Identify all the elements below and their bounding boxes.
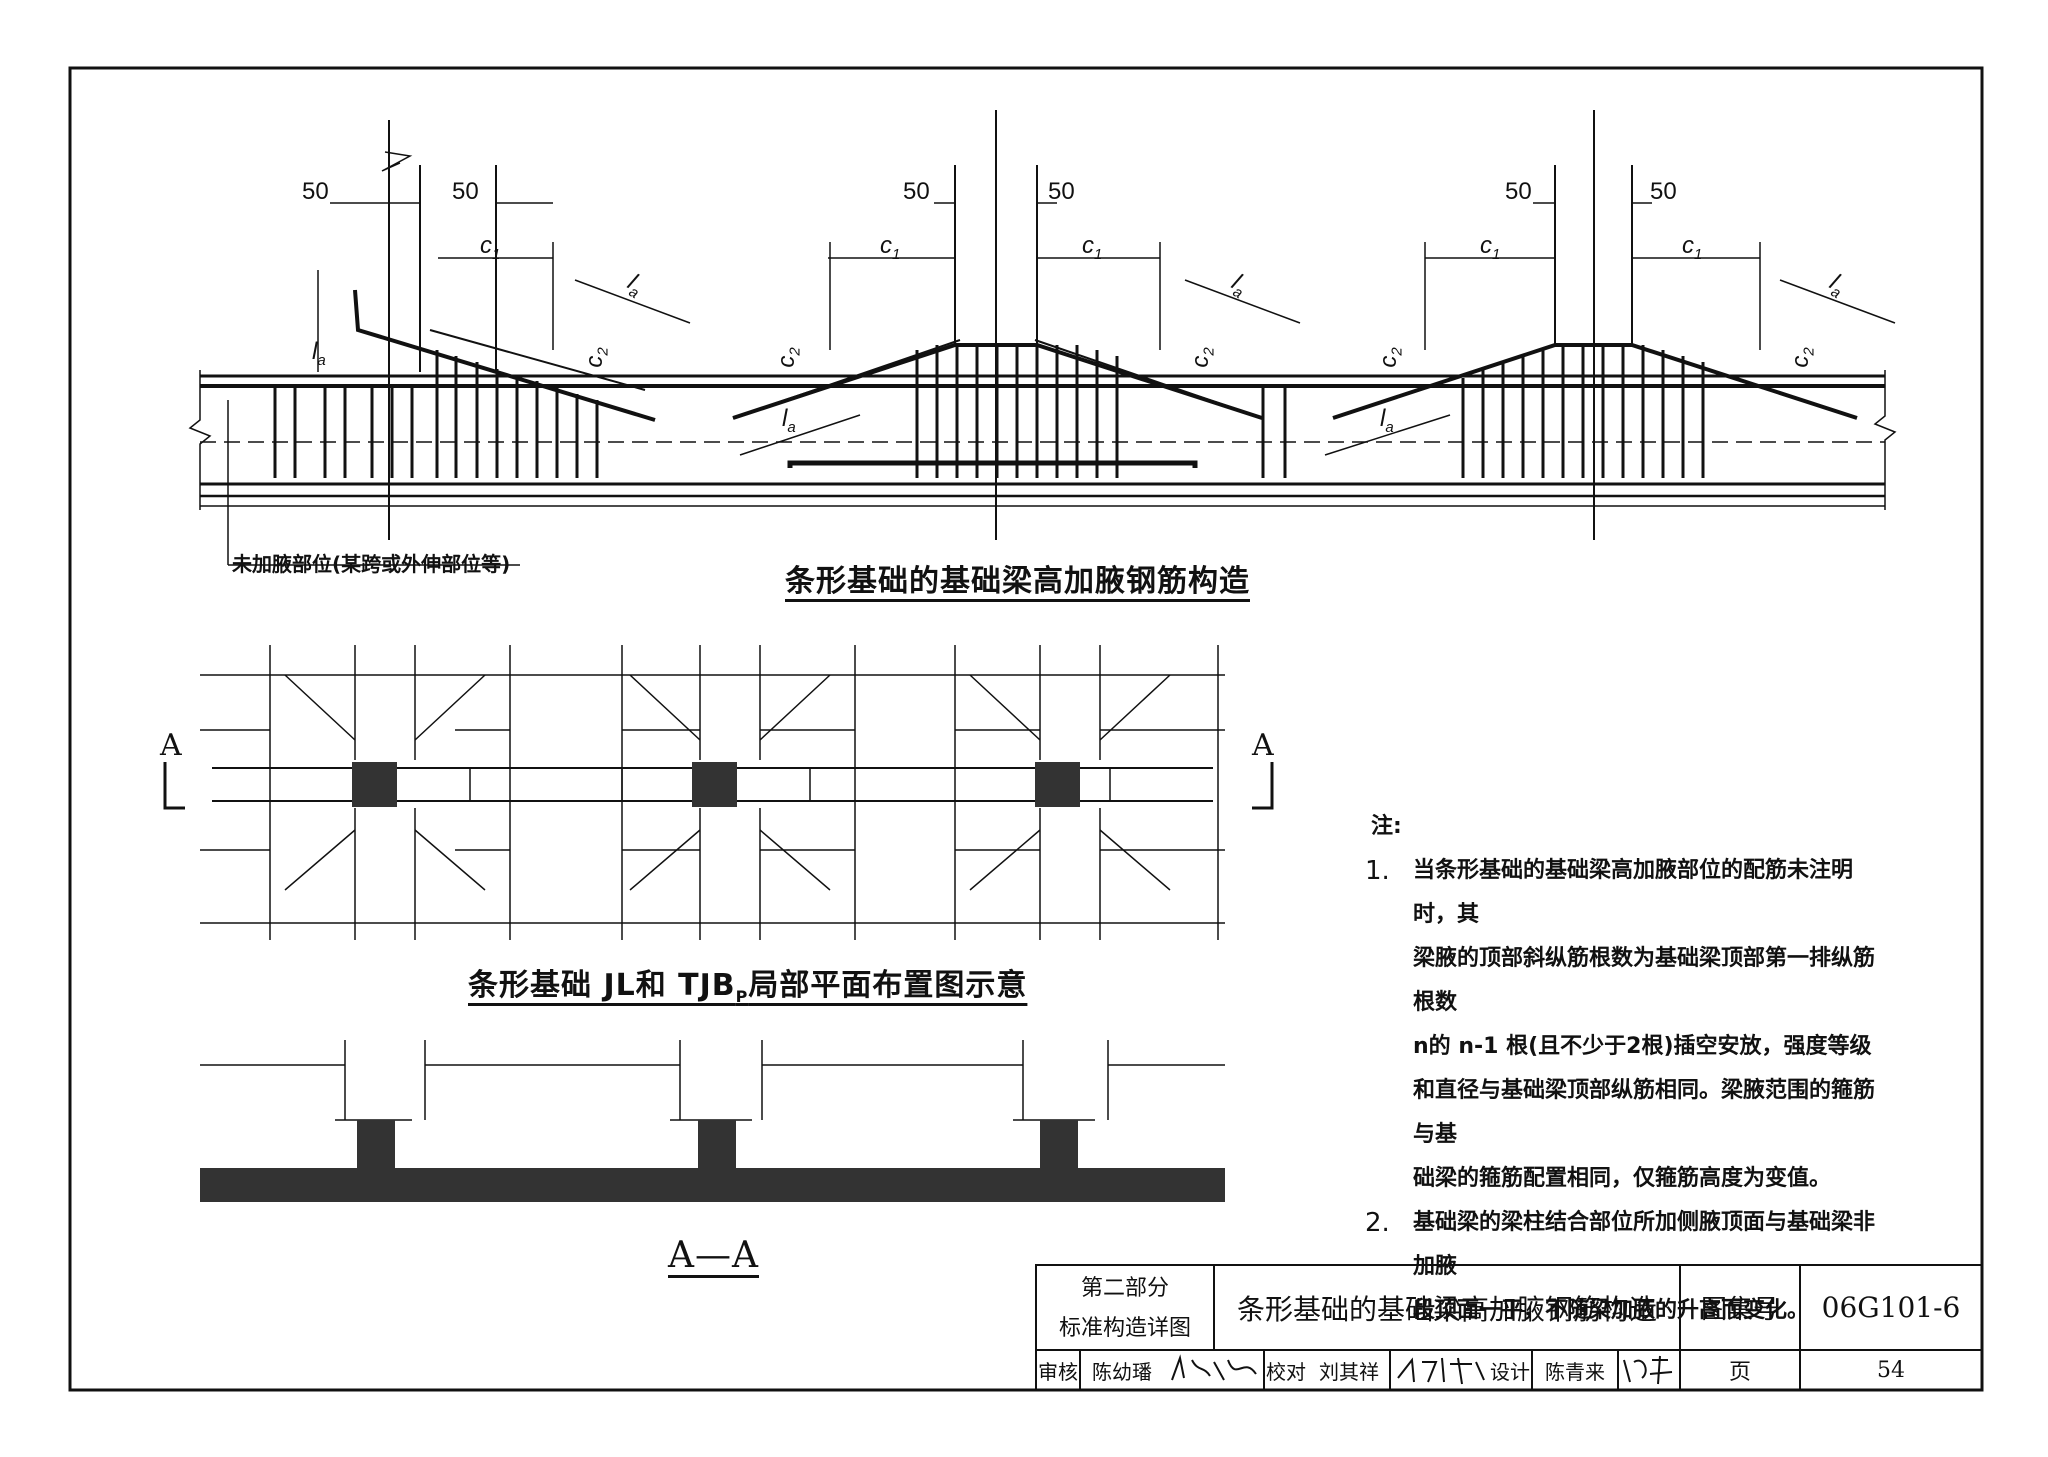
stirrups	[273, 345, 1705, 478]
dim-la: la	[312, 338, 326, 369]
sheet-border	[68, 66, 1984, 1392]
dim-c1: c1	[1480, 232, 1501, 263]
dim-c1: c1	[1682, 232, 1703, 263]
dim-50: 50	[452, 178, 479, 205]
dim-la: la	[782, 405, 796, 436]
dim-c2: c2	[1186, 347, 1218, 368]
notes: 注: 1. 当条形基础的基础梁高加腋部位的配筋未注明时，其 梁腋的顶部斜纵筋根数…	[1365, 805, 1885, 1333]
title-block-grid	[1035, 1264, 1983, 1391]
tb-checker: 刘其祥	[1319, 1359, 1379, 1384]
beam-elevation	[188, 370, 1897, 566]
note-item: 1. 当条形基础的基础梁高加腋部位的配筋未注明时，其 梁腋的顶部斜纵筋根数为基础…	[1365, 849, 1885, 1201]
note-line: 段顶面一平，不随梁加腋的升高而变化。	[1413, 1298, 1810, 1323]
dim-c2: c2	[1374, 347, 1406, 368]
tb-page-label: 页	[1728, 1360, 1751, 1385]
tb-design-label: 设计	[1490, 1359, 1530, 1384]
dim-50: 50	[1505, 178, 1532, 205]
dimension-lines	[317, 202, 1896, 456]
dim-50: 50	[903, 178, 930, 205]
note-line: n的 n-1 根(且不少于2根)插空安放，强度等级	[1413, 1034, 1872, 1059]
note-line: 当条形基础的基础梁高加腋部位的配筋未注明时，其	[1413, 858, 1854, 927]
tb-review-label: 审核	[1038, 1359, 1078, 1384]
dim-la: la	[1380, 405, 1394, 436]
dim-c1: c1	[480, 232, 501, 263]
section-mark-right: A	[1252, 728, 1274, 763]
section-foundation	[200, 1120, 1225, 1202]
note-line: 梁腋的顶部斜纵筋根数为基础梁顶部第一排纵筋根数	[1413, 946, 1876, 1015]
section-view	[200, 1040, 1225, 1121]
unhaunched-label: 未加腋部位(某跨或外伸部位等)	[232, 552, 511, 576]
dim-50: 50	[1650, 178, 1677, 205]
dim-c2: c2	[580, 347, 612, 368]
note-line: 础梁的箍筋配置相同，仅箍筋高度为变值。	[1413, 1166, 1832, 1191]
note-number: 2.	[1365, 1208, 1390, 1238]
elevation-title: 条形基础的基础梁高加腋钢筋构造	[785, 564, 1250, 599]
tb-atlas-no: 06G101-6	[1821, 1291, 1961, 1324]
note-number: 1.	[1365, 856, 1390, 886]
reviewer-signature	[1171, 1354, 1257, 1381]
designer-signature	[1623, 1355, 1673, 1385]
plan-column-sections	[352, 762, 1080, 807]
dim-c1: c1	[1082, 232, 1103, 263]
dim-50: 50	[302, 178, 329, 205]
dim-c2: c2	[772, 347, 804, 368]
section-title: A—A	[668, 1235, 759, 1276]
plan-title: 条形基础 JL和 TJBP局部平面布置图示意	[468, 968, 1028, 1006]
tb-designer: 陈青来	[1545, 1359, 1605, 1384]
dim-c1: c1	[880, 232, 901, 263]
tb-reviewer: 陈幼璠	[1092, 1359, 1152, 1384]
tb-atlas-label: 图集号	[1700, 1295, 1779, 1325]
note-item: 2. 基础梁的梁柱结合部位所加侧腋顶面与基础梁非加腋 段顶面一平，不随梁加腋的升…	[1365, 1201, 1885, 1333]
note-line: 和直径与基础梁顶部纵筋相同。梁腋范围的箍筋与基	[1413, 1078, 1876, 1147]
haunch-bars	[353, 289, 1858, 468]
tb-page-no: 54	[1877, 1357, 1905, 1383]
dim-c2: c2	[1786, 347, 1818, 368]
dim-50: 50	[1048, 178, 1075, 205]
columns-elevation	[381, 110, 1633, 540]
tb-drawing-title: 条形基础的基础梁高加腋钢筋构造	[1236, 1292, 1657, 1326]
section-mark-left: A	[160, 728, 182, 763]
tb-check-label: 校对	[1266, 1359, 1306, 1384]
checker-signature	[1397, 1357, 1485, 1385]
tb-part: 第二部分	[1080, 1276, 1169, 1301]
notes-title: 注:	[1371, 814, 1402, 839]
tb-part-desc: 标准构造详图	[1058, 1316, 1191, 1341]
note-line: 基础梁的梁柱结合部位所加侧腋顶面与基础梁非加腋	[1413, 1210, 1876, 1279]
